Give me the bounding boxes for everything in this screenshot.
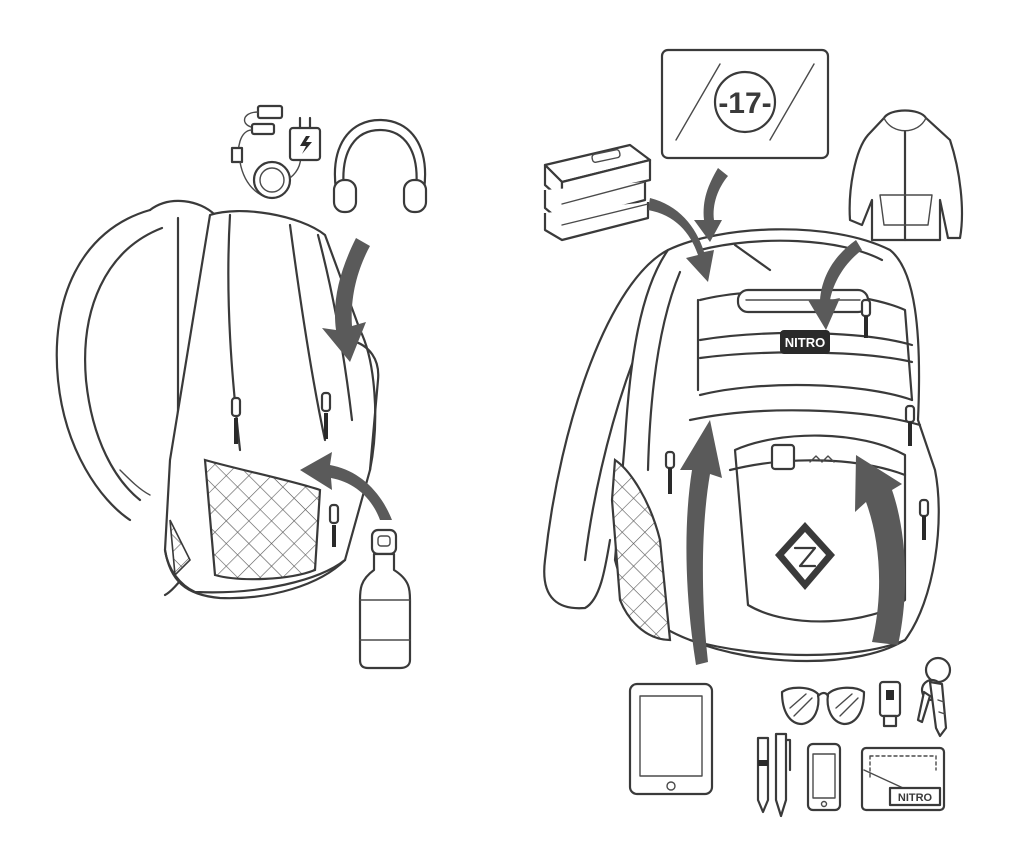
wallet-brand-label: NITRO xyxy=(898,792,933,804)
tablet-icon xyxy=(628,682,714,796)
nitro-logo-icon xyxy=(775,522,835,590)
nitro-badge-label: NITRO xyxy=(785,335,825,350)
phone-icon xyxy=(806,742,842,812)
nitro-badge xyxy=(780,330,830,354)
books-icon xyxy=(543,143,652,242)
arrow-down-icon xyxy=(322,238,370,362)
laptop-label: -17- xyxy=(718,87,771,120)
front-view-backpack: NITRO xyxy=(543,168,940,665)
charger-cable-icon xyxy=(230,104,322,200)
arrow-up-icon xyxy=(680,420,722,665)
sunglasses-icon xyxy=(780,686,866,726)
laptop-icon: -17- xyxy=(660,48,830,160)
keys-icon xyxy=(916,656,952,738)
arrow-curved-down-icon xyxy=(648,198,714,282)
arrow-into-top-pocket-icon xyxy=(808,240,862,330)
side-view-backpack xyxy=(55,199,392,600)
arrow-into-pocket-icon xyxy=(300,452,392,520)
arrow-down-icon xyxy=(694,168,728,242)
bottle-cap-icon xyxy=(770,443,796,471)
usb-stick-icon xyxy=(878,680,902,728)
arrow-up-icon xyxy=(855,455,906,645)
jacket-icon xyxy=(848,109,964,242)
water-bottle-icon xyxy=(358,528,412,670)
headphones-icon xyxy=(332,118,428,214)
pens-icon xyxy=(756,732,792,818)
wallet-icon: NITRO xyxy=(860,746,946,812)
